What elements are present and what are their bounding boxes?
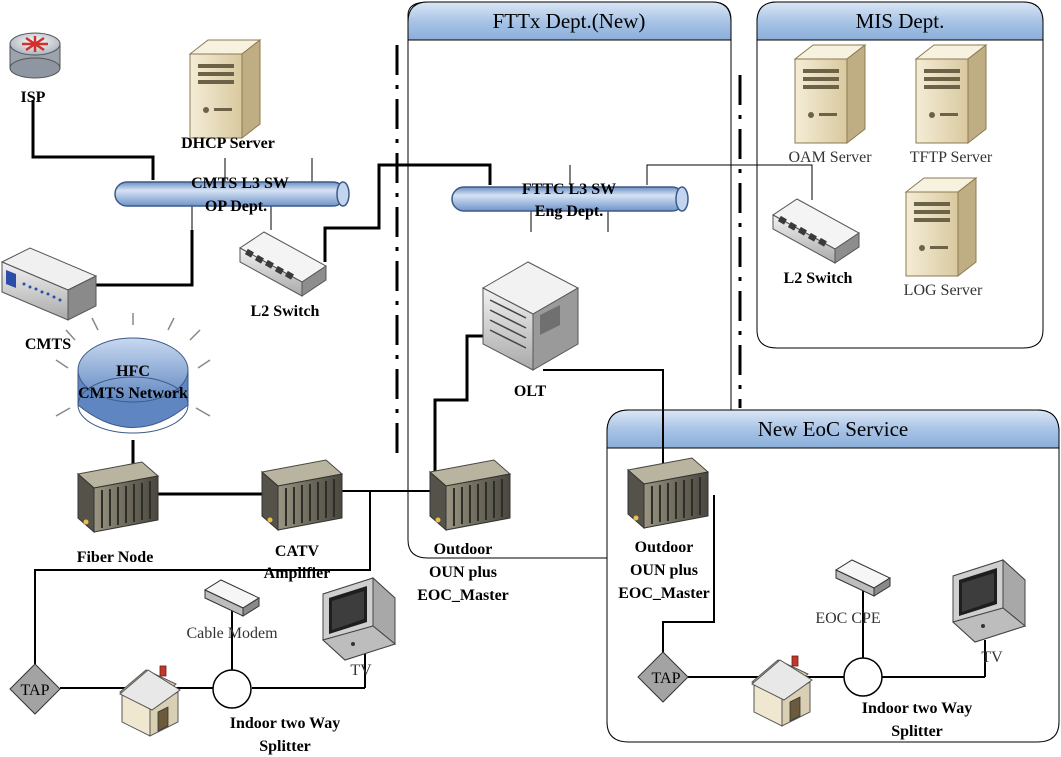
hfc-label: HFC: [116, 363, 150, 380]
splitter-right-icon: [843, 657, 883, 697]
l2-switch-op-icon: [239, 231, 327, 297]
cmts-l3-switch: [114, 181, 350, 207]
isp-label: ISP: [21, 89, 46, 106]
fttc-l3-switch-dept: Eng Dept.: [535, 203, 603, 220]
oam-server-icon: [794, 44, 866, 144]
eoc-service-title: New EoC Service: [758, 417, 908, 441]
cmts-l3-switch-label: CMTS L3 SW: [191, 175, 289, 192]
olt-icon: [481, 261, 580, 371]
tap-left-label: TAP: [21, 682, 50, 699]
outdoor-oun-right-icon: [627, 457, 709, 529]
oun-right-line1: Outdoor: [635, 539, 694, 556]
oun-left-line1: Outdoor: [434, 541, 493, 558]
oun-left-line2: OUN plus: [429, 564, 497, 581]
catv-amplifier-label: Amplifier: [264, 565, 331, 582]
fttc-l3-switch-label: FTTC L3 SW: [522, 181, 616, 198]
connection-lines: [31, 100, 986, 689]
isp-router-icon: [9, 32, 61, 79]
splitter-left-icon: [212, 669, 252, 709]
tap-left-icon: [9, 663, 61, 715]
outdoor-oun-left-icon: [429, 459, 511, 531]
fttx-dept-title: FTTx Dept.(New): [493, 9, 646, 33]
hfc-network-icon: [55, 313, 211, 434]
splitter-right-line1: Indoor two Way: [862, 700, 973, 717]
catv-label: CATV: [275, 543, 320, 560]
oun-right-line2: OUN plus: [630, 562, 698, 579]
l2-switch-op-label: L2 Switch: [251, 303, 320, 320]
fttc-l3-switch: [451, 186, 689, 212]
log-server-label: LOG Server: [904, 282, 983, 299]
tftp-server-label: TFTP Server: [910, 149, 993, 166]
log-server-icon: [905, 177, 977, 277]
fiber-node-label: Fiber Node: [77, 549, 154, 566]
tv-right-icon: [952, 559, 1026, 643]
dhcp-server-icon: [189, 39, 261, 139]
oam-server-label: OAM Server: [788, 149, 872, 166]
cmts-label: CMTS: [25, 336, 71, 353]
olt-label: OLT: [514, 383, 547, 400]
tap-right-icon: [637, 651, 689, 703]
oun-right-line3: EOC_Master: [618, 585, 710, 602]
splitter-left-line1: Indoor two Way: [230, 715, 341, 732]
tv-right-label: TV: [981, 649, 1003, 666]
oun-left-line3: EOC_Master: [417, 587, 509, 604]
mis-dept-title: MIS Dept.: [856, 9, 945, 33]
eoc-service-panel: [606, 409, 1060, 743]
tftp-server-icon: [915, 44, 987, 144]
cmts-l3-switch-dept: OP Dept.: [205, 198, 267, 215]
cable-modem-label: Cable Modem: [186, 625, 278, 642]
cmts-icon: [0, 247, 98, 321]
mis-dept-panel: [756, 1, 1044, 349]
splitter-right-line2: Splitter: [891, 723, 943, 740]
eoc-cpe-label: EOC CPE: [815, 610, 880, 627]
tv-left-icon: [322, 577, 396, 661]
catv-amplifier-icon: [261, 459, 343, 531]
hfc-network-label: CMTS Network: [78, 385, 188, 402]
dhcp-server-label: DHCP Server: [181, 135, 275, 152]
tap-right-label: TAP: [652, 670, 681, 687]
fiber-node-icon: [77, 461, 159, 533]
l2-switch-mis-label: L2 Switch: [784, 270, 853, 287]
splitter-left-line2: Splitter: [259, 738, 311, 755]
cable-modem-icon: [204, 579, 260, 617]
tv-left-label: TV: [350, 662, 372, 679]
house-left-icon: [119, 665, 181, 737]
